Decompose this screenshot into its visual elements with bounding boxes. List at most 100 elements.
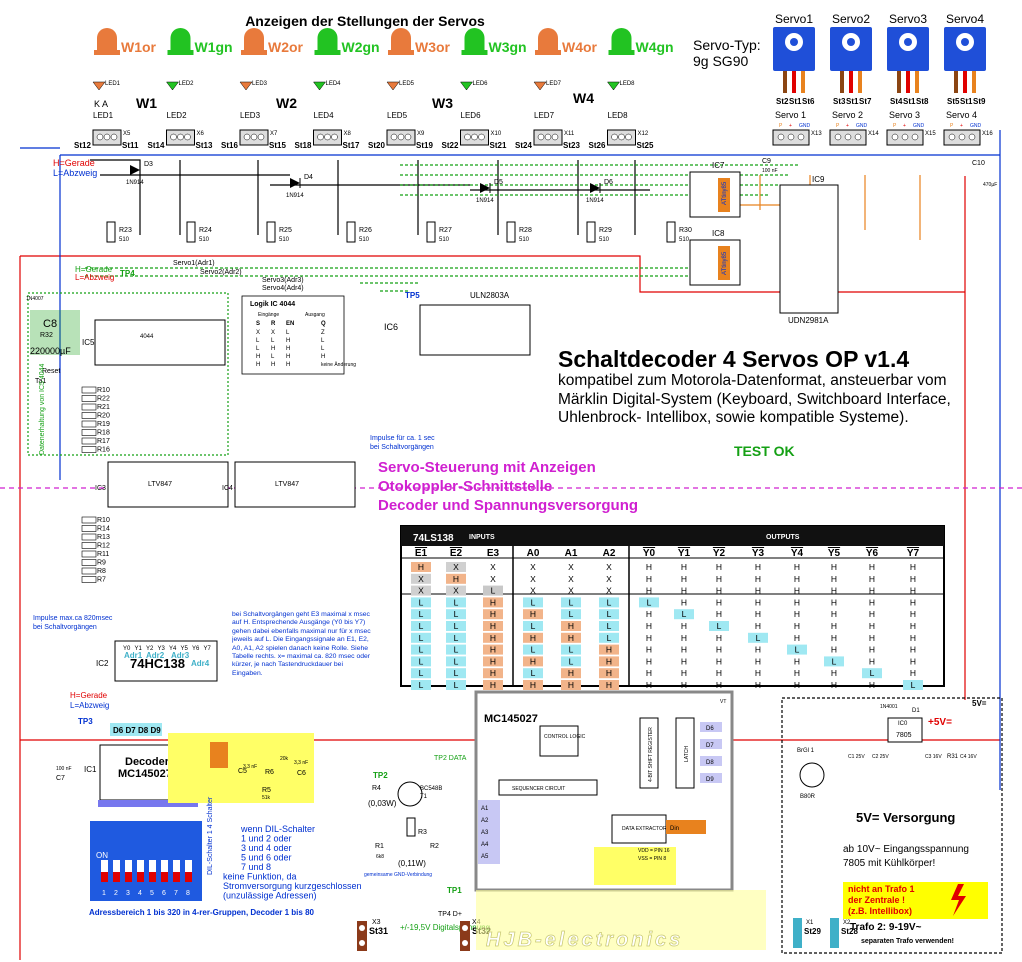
ic5-type: 4044 — [140, 334, 154, 340]
truth-cell: L — [454, 609, 459, 619]
power-supply: 5V= 1N4001 D1 IC0 7805 +5V= BrGl 1 B80R … — [793, 699, 988, 948]
led-st-left: St16 — [221, 141, 238, 150]
truth-cell: H — [755, 645, 761, 655]
resistor-name: R26 — [359, 227, 372, 234]
led-st-left: St14 — [148, 141, 165, 150]
c10-label: C10 — [972, 160, 985, 167]
truth-cell: L — [795, 645, 800, 655]
dil-note-line: 3 und 4 oder — [241, 843, 292, 853]
logic-head-out: Ausgang — [305, 312, 325, 318]
legend-abzweig: L=Abzweig — [53, 168, 97, 178]
led-component-name: LED7 — [534, 111, 555, 120]
servo-header-conn: X13 — [811, 131, 822, 137]
led-name-small: LED4 — [326, 81, 342, 87]
diode-type: 1N914 — [126, 180, 144, 186]
resistor-stack-label: R22 — [97, 396, 110, 403]
led-glyph-icon — [241, 28, 267, 55]
ic8-type: ATtiny85 — [722, 251, 728, 275]
servo-icon — [773, 27, 815, 93]
ka-label: K A — [94, 99, 108, 109]
truth-cell: L — [454, 668, 459, 678]
d1-type: 1N4001 — [880, 704, 898, 710]
truth-cell: H — [490, 645, 496, 655]
diode-label: D6 — [604, 179, 613, 186]
servo-pin-label: St1 — [960, 97, 973, 106]
led-glyph-icon — [167, 28, 194, 55]
servo-pin-label: St5 — [947, 97, 960, 106]
resistor-stack-label: R21 — [97, 404, 110, 411]
truth-cell: L — [419, 609, 424, 619]
led-name-small: LED7 — [546, 81, 562, 87]
resistor-symbol — [506, 221, 516, 243]
led-glyph-icon — [535, 28, 561, 55]
servo-pin-label: St8 — [916, 97, 929, 106]
led-st-left: St22 — [442, 141, 459, 150]
servo-header-conn: X14 — [868, 131, 879, 137]
adr-label: Adr1 — [124, 651, 143, 660]
truth-cell: H — [606, 668, 612, 678]
logic-cell: L — [286, 330, 290, 336]
mc-pin-in: A3 — [481, 830, 489, 836]
truth-cell: H — [568, 633, 574, 643]
led-st-left: St18 — [295, 141, 312, 150]
truth-cell: H — [646, 609, 652, 619]
mc-latch: LATCH — [684, 746, 690, 762]
led-glyph-icon — [94, 28, 120, 55]
servo-pin-label: St9 — [973, 97, 986, 106]
truth-header: Y1 — [678, 548, 691, 559]
resistor-stack-label: R9 — [97, 560, 106, 567]
truth-cell: H — [869, 574, 875, 584]
resistor-symbol — [346, 221, 356, 243]
logic-cell: H — [286, 338, 290, 344]
truth-cell: L — [569, 645, 574, 655]
servo-pin-label: P — [836, 123, 840, 129]
diode-symbol — [590, 183, 601, 193]
r4-watt: (0,03W) — [368, 799, 397, 808]
r3-label: R3 — [418, 829, 427, 836]
truth-cell: H — [606, 645, 612, 655]
servo-name: Servo2 — [832, 12, 870, 26]
logic-cell: L — [256, 346, 260, 352]
servo-icon — [887, 27, 929, 93]
ic2-label: IC2 — [96, 659, 109, 668]
servo-pin-label: St4 — [890, 97, 903, 106]
truth-cell: H — [568, 668, 574, 678]
d-line-label: D7 — [126, 726, 137, 735]
legend3-gerade: H=Gerade — [70, 691, 108, 700]
bus-servo4: Servo4(Adr4) — [262, 285, 304, 292]
truth-cell: H — [869, 597, 875, 607]
servo-name: Servo4 — [946, 12, 984, 26]
c9-value: 100 nF — [762, 168, 778, 174]
mc-pin-in: A4 — [481, 842, 489, 848]
truth-cell: L — [419, 680, 424, 690]
address-range: Adressbereich 1 bis 320 in 4-rer-Gruppen… — [89, 908, 315, 917]
adr-label: Adr4 — [191, 659, 210, 668]
servo-pin-label: St6 — [802, 97, 815, 106]
resistor-stack-label: R8 — [97, 568, 106, 575]
servo-header-connector — [772, 129, 810, 146]
logic-cell: L — [321, 338, 325, 344]
truth-cell: H — [606, 680, 612, 690]
truth-header: Y3 — [752, 548, 765, 559]
truth-cell: H — [681, 656, 687, 666]
r32-label: R32 — [40, 332, 53, 339]
ic2-output-pin: Y7 — [204, 646, 212, 652]
truth-cell: X — [453, 586, 459, 596]
servo-pin-label: GND — [799, 123, 811, 129]
servo-header-conn: X16 — [982, 131, 993, 137]
truth-cell: H — [794, 574, 800, 584]
servo-pin-label: St1 — [903, 97, 916, 106]
cap-c2: C2 25V — [872, 754, 889, 760]
plus5-label: +5V= — [928, 717, 952, 728]
truth-cell: L — [419, 645, 424, 655]
test-ok: TEST OK — [734, 443, 795, 459]
truth-header: A0 — [527, 548, 540, 559]
led-glyph-icon — [461, 28, 488, 55]
truth-cell: H — [831, 645, 837, 655]
led-connector-label: X8 — [344, 131, 352, 137]
truth-cell: H — [755, 562, 761, 572]
truth-header: Y4 — [791, 548, 804, 559]
servo-pin-label: GND — [856, 123, 868, 129]
